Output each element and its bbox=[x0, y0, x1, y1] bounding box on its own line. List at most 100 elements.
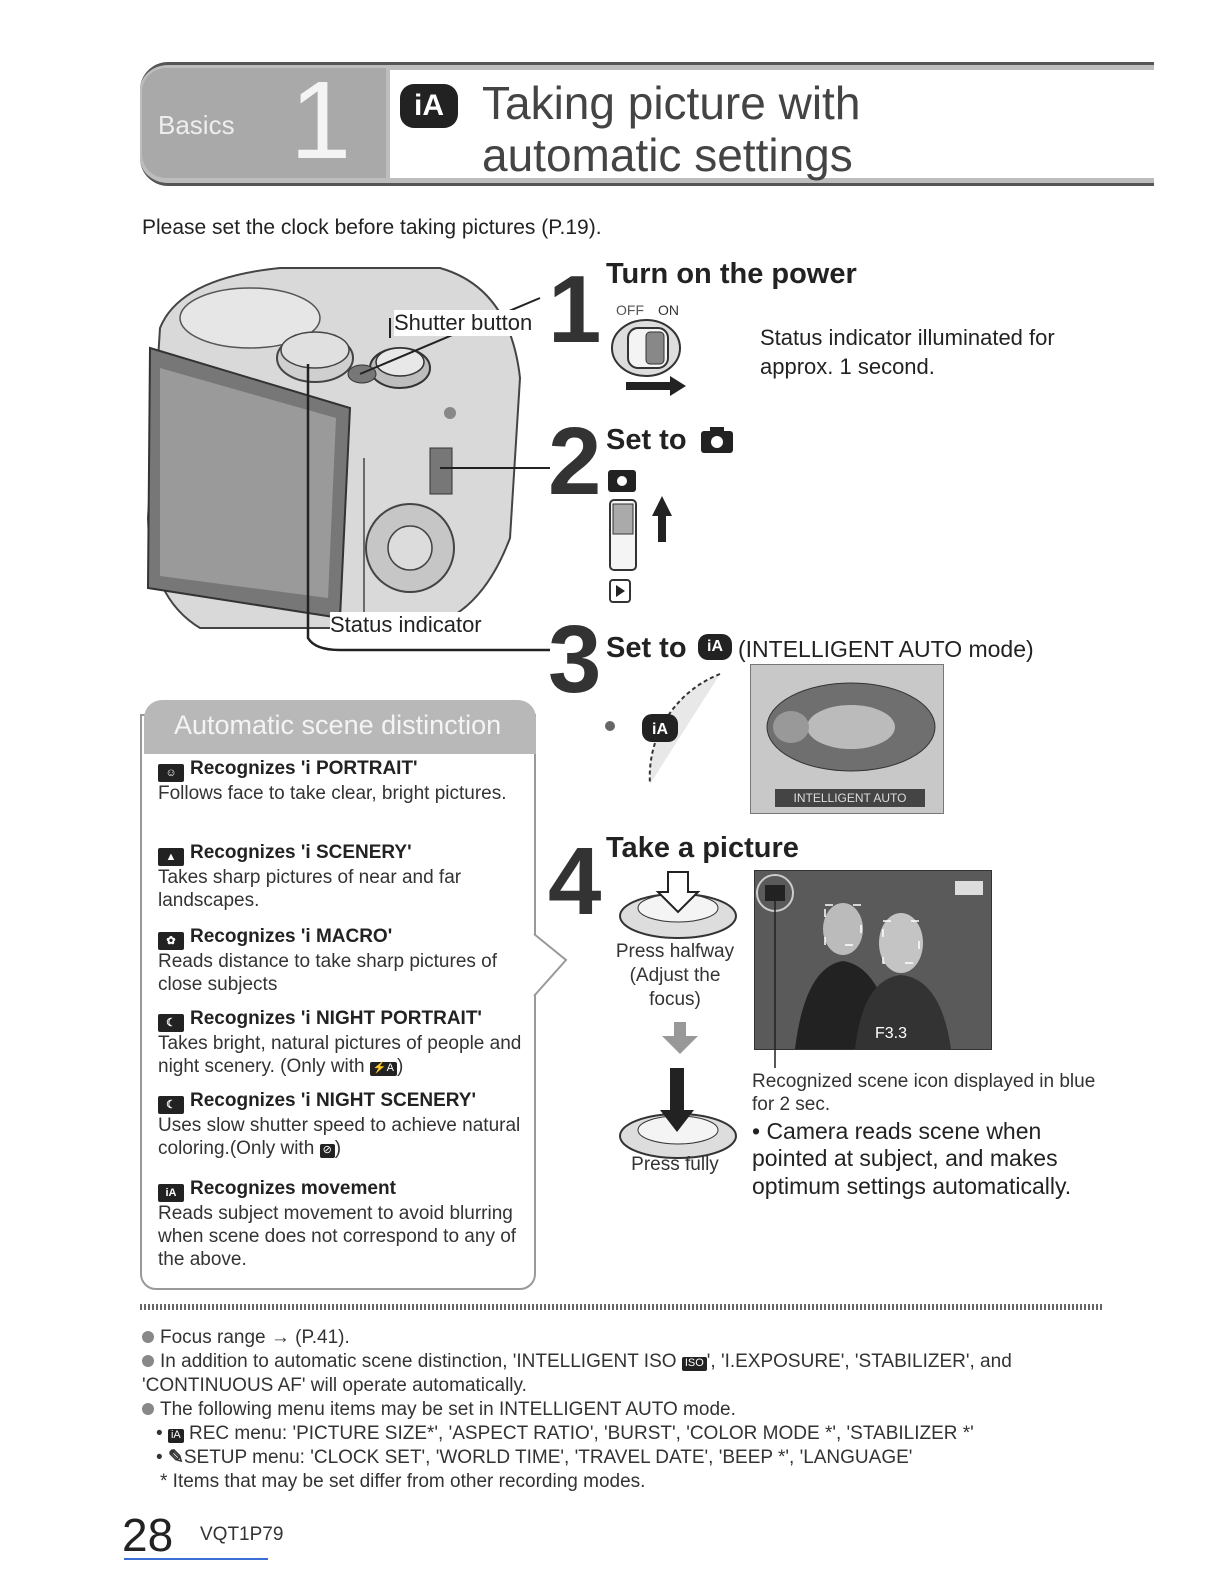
scene-description: Reads distance to take sharp pictures of… bbox=[158, 951, 498, 996]
scene-description: Follows face to take clear, bright pictu… bbox=[158, 783, 507, 804]
mode-switch-icon bbox=[608, 470, 672, 603]
scene-box-border bbox=[140, 714, 536, 1290]
lcd-mode-label: INTELLIGENT AUTO bbox=[775, 789, 925, 807]
intelligent-auto-icon: iA bbox=[158, 1184, 184, 1202]
step-3-title: Set to bbox=[606, 632, 687, 664]
scene-item-movement: iA Recognizes movement Reads subject move… bbox=[158, 1178, 530, 1272]
intelligent-auto-icon: iA bbox=[400, 84, 458, 128]
step-2-title: Set to bbox=[606, 424, 687, 456]
dotted-divider bbox=[140, 1304, 1102, 1310]
callout-line bbox=[774, 890, 776, 1068]
scene-description: Takes bright, natural pictures of people… bbox=[158, 1032, 530, 1078]
section-label: Basics bbox=[158, 110, 235, 140]
note-text: Focus range → (P.41). bbox=[160, 1327, 350, 1348]
shutter-half-press-icon bbox=[619, 871, 737, 939]
note-rec-menu: • iA REC menu: 'PICTURE SIZE*', 'ASPECT … bbox=[156, 1423, 974, 1444]
footer-rule bbox=[124, 1558, 268, 1560]
scene-heading: Recognizes 'i NIGHT PORTRAIT' bbox=[190, 1008, 482, 1029]
page-title-line1: Taking picture with bbox=[482, 77, 861, 129]
camera-illustration bbox=[146, 267, 550, 652]
scene-description: Takes sharp pictures of near and far lan… bbox=[158, 867, 462, 912]
step-1-number: 1 bbox=[548, 256, 602, 363]
lcd-preview-screen: F3.3 bbox=[754, 870, 992, 1050]
scene-icon-caption: Recognized scene icon displayed in blue … bbox=[752, 1071, 1096, 1116]
note-automatic-features: In addition to automatic scene distincti… bbox=[142, 1350, 1102, 1398]
intelligent-auto-icon: iA bbox=[167, 1429, 184, 1443]
step-4-title: Take a picture bbox=[606, 832, 799, 864]
camera-mode-icon bbox=[701, 427, 733, 453]
scene-box-pointer bbox=[533, 933, 568, 997]
power-switch-icon bbox=[611, 319, 686, 396]
note-menu-items: The following menu items may be set in I… bbox=[142, 1398, 736, 1422]
scene-description: Uses slow shutter speed to achieve natur… bbox=[158, 1114, 530, 1160]
flash-auto-icon: ⚡A bbox=[369, 1062, 397, 1076]
lcd-mode-screen: INTELLIGENT AUTO bbox=[750, 664, 944, 814]
lcd-aperture: F3.3 bbox=[875, 1025, 908, 1042]
page-title-line2: automatic settings bbox=[482, 129, 853, 181]
preview-photo bbox=[755, 871, 991, 1049]
note-text: The following menu items may be set in I… bbox=[160, 1399, 736, 1420]
scene-text-end: ) bbox=[334, 1138, 342, 1160]
scene-text-end: ) bbox=[396, 1056, 404, 1078]
section-number: 1 bbox=[290, 59, 352, 182]
scene-heading: Recognizes 'i PORTRAIT' bbox=[190, 758, 418, 779]
scene-item-macro: ✿ Recognizes 'i MACRO' Reads distance to … bbox=[158, 926, 530, 996]
scene-heading: Recognizes movement bbox=[190, 1178, 396, 1199]
note-text-end: ', 'I.EXPOSURE', 'STABILIZER', and 'CONT… bbox=[142, 1351, 1012, 1396]
scene-item-scenery: ▲ Recognizes 'i SCENERY' Takes sharp pict… bbox=[158, 842, 530, 912]
step-3-number: 3 bbox=[548, 606, 602, 713]
step-1-title: Turn on the power bbox=[606, 258, 857, 290]
scene-item-night-portrait: ☾ Recognizes 'i NIGHT PORTRAIT' Takes bri… bbox=[158, 1008, 530, 1078]
shutter-full-press-icon bbox=[619, 1068, 737, 1159]
step-3-subtitle: (INTELLIGENT AUTO mode) bbox=[738, 636, 1034, 662]
i-scenery-icon: ▲ bbox=[158, 848, 184, 866]
svg-text:iA: iA bbox=[652, 721, 668, 738]
bullet-icon bbox=[142, 1331, 154, 1343]
i-portrait-icon: ☺ bbox=[158, 764, 184, 782]
note-setup-menu: • ✎SETUP menu: 'CLOCK SET', 'WORLD TIME'… bbox=[156, 1447, 913, 1468]
power-switch-on-label: ON bbox=[658, 302, 679, 318]
scene-item-night-scenery: ☾Recognizes 'i NIGHT SCENERY' Uses slow … bbox=[158, 1090, 530, 1160]
step-2-number: 2 bbox=[548, 408, 602, 515]
scene-distinction-box: Automatic scene distinction ☺ Recognizes … bbox=[140, 700, 538, 1292]
step-1-note: Status indicator illuminated for approx.… bbox=[760, 325, 1055, 379]
scene-item-portrait: ☺ Recognizes 'i PORTRAIT' Follows face to… bbox=[158, 758, 530, 805]
i-night-portrait-icon: ☾ bbox=[158, 1014, 184, 1032]
wrench-icon: ✎ bbox=[167, 1447, 184, 1468]
scene-description: Reads subject movement to avoid blurring… bbox=[158, 1203, 517, 1271]
note-text: In addition to automatic scene distincti… bbox=[160, 1351, 677, 1372]
scene-text: Takes bright, natural pictures of people… bbox=[158, 1033, 522, 1078]
shutter-button-label: Shutter button bbox=[394, 310, 533, 336]
intelligent-auto-icon: iA bbox=[698, 634, 732, 660]
bullet-icon bbox=[142, 1355, 154, 1367]
page-header: Basics 1 iA Taking picture with automati… bbox=[140, 62, 1154, 186]
header-title-area bbox=[390, 70, 1154, 178]
arrow-down-icon bbox=[662, 1022, 698, 1054]
half-press-label: Press halfway (Adjust the focus) bbox=[615, 941, 735, 1010]
bullet-icon bbox=[142, 1403, 154, 1415]
mode-wheel-graphic bbox=[766, 682, 936, 772]
note-text: REC menu: 'PICTURE SIZE*', 'ASPECT RATIO… bbox=[189, 1423, 974, 1444]
note-text: SETUP menu: 'CLOCK SET', 'WORLD TIME', '… bbox=[183, 1447, 913, 1468]
step-4-number: 4 bbox=[548, 828, 602, 935]
i-night-scenery-icon: ☾ bbox=[158, 1096, 184, 1114]
note-footnote: * Items that may be set differ from othe… bbox=[160, 1471, 646, 1492]
scene-box-title: Automatic scene distinction bbox=[174, 710, 502, 740]
scene-text: Uses slow shutter speed to achieve natur… bbox=[158, 1115, 521, 1160]
document-code: VQT1P79 bbox=[200, 1524, 284, 1545]
scene-heading: Recognizes 'i SCENERY' bbox=[190, 842, 412, 863]
flash-off-icon: ⊘ bbox=[319, 1144, 335, 1158]
status-indicator-label: Status indicator bbox=[330, 612, 482, 638]
i-macro-icon: ✿ bbox=[158, 932, 184, 950]
scene-box-title-bar bbox=[144, 700, 536, 754]
scene-heading: Recognizes 'i MACRO' bbox=[190, 926, 393, 947]
iso-max-icon: ISO bbox=[681, 1357, 707, 1371]
step-4-bullet: • Camera reads scene when pointed at sub… bbox=[752, 1118, 1072, 1199]
intro-text: Please set the clock before taking pictu… bbox=[142, 216, 602, 239]
mode-dial-icon: iA bbox=[605, 673, 721, 785]
power-switch-off-label: OFF bbox=[616, 302, 644, 318]
header-section-box bbox=[142, 68, 386, 178]
page-number: 28 bbox=[122, 1509, 174, 1561]
note-focus-range: Focus range → (P.41). bbox=[142, 1326, 350, 1350]
full-press-label: Press fully bbox=[631, 1154, 719, 1175]
